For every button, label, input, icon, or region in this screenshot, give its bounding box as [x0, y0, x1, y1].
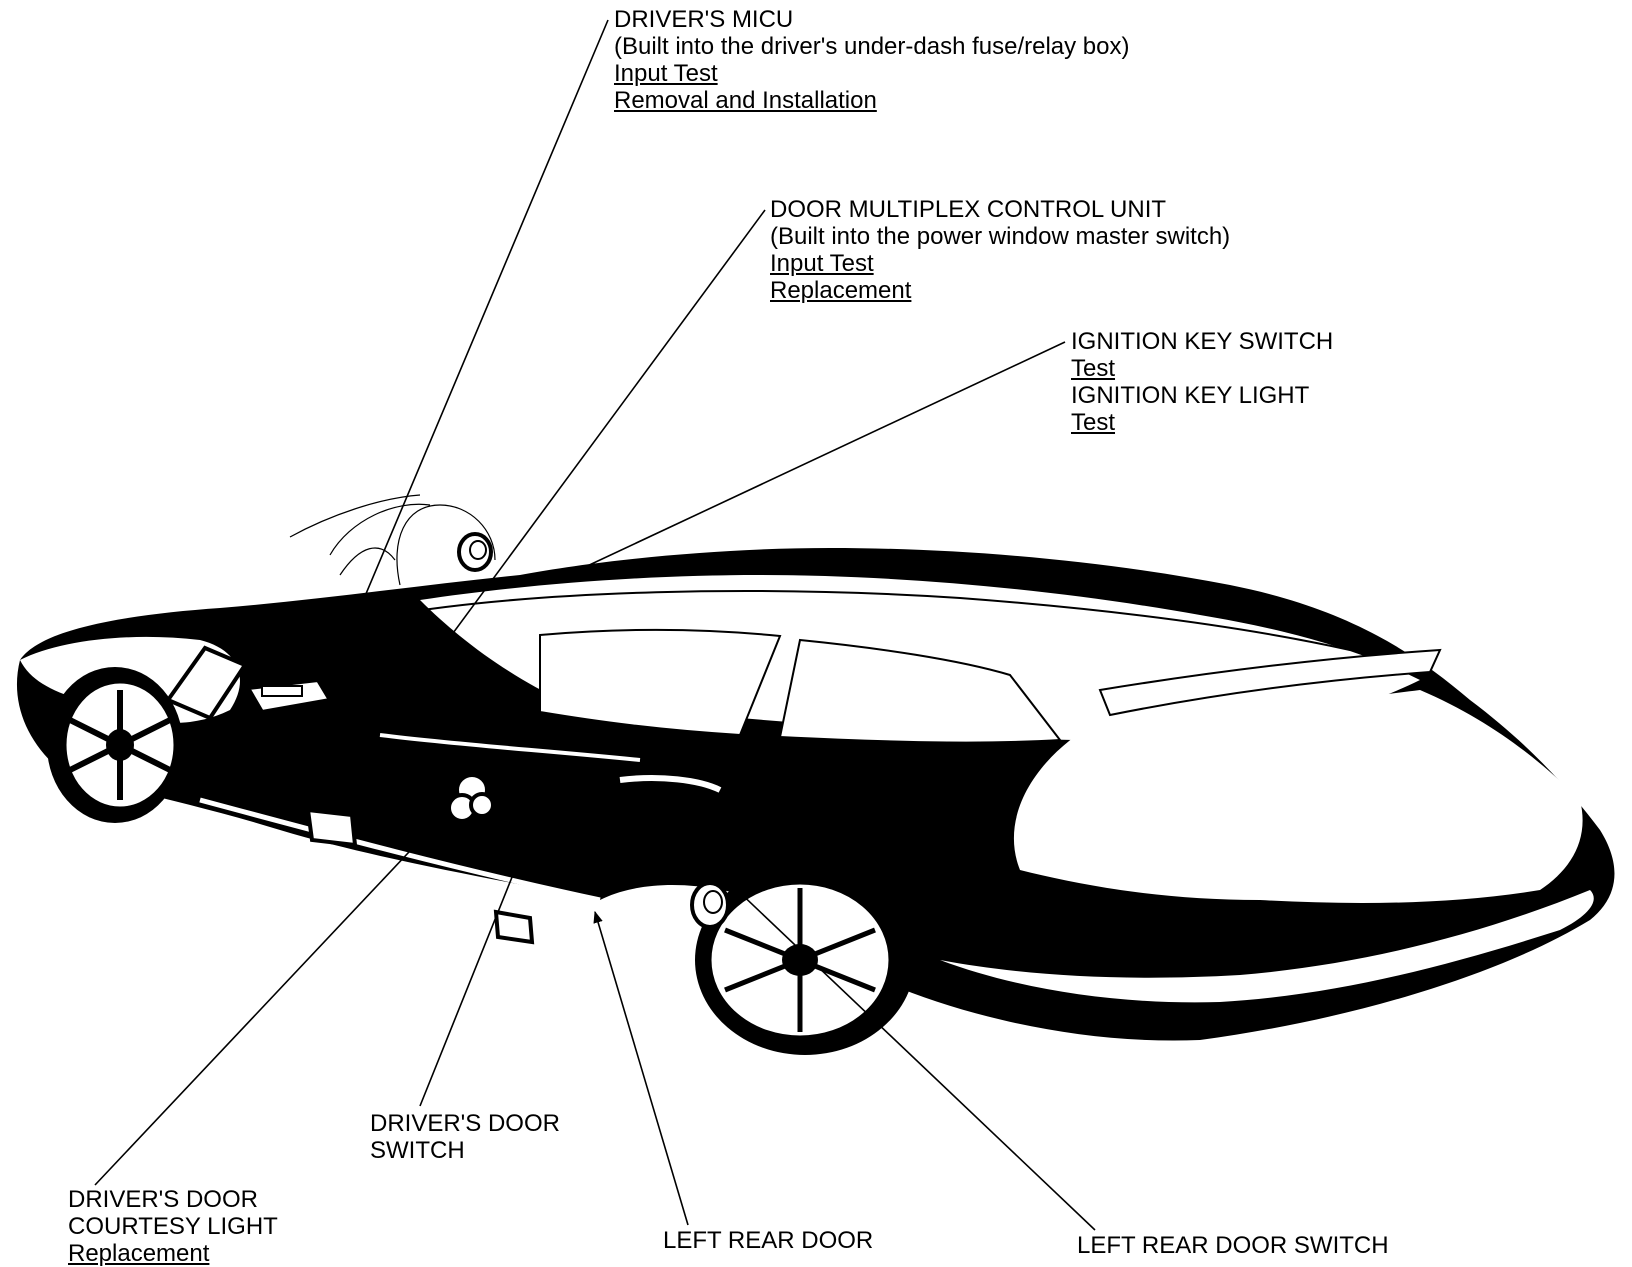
power-window-master-switch	[244, 677, 334, 715]
leader-ignition-key	[551, 341, 1066, 583]
removal-installation-link[interactable]: Removal and Installation	[614, 87, 877, 114]
callout-drivers-door-switch: DRIVER'S DOOR SWITCH	[370, 1110, 560, 1164]
driver-micu-box	[164, 645, 248, 721]
ignition-key-switch-test-link[interactable]: Test	[1071, 355, 1116, 382]
front-wheel	[47, 667, 183, 823]
input-test-link[interactable]: Input Test	[614, 60, 718, 87]
leader-lines	[94, 19, 1096, 1231]
callout-title: DOOR MULTIPLEX CONTROL UNIT	[770, 196, 1167, 223]
callout-ignition-key: IGNITION KEY SWITCH Test IGNITION KEY LI…	[1071, 328, 1333, 436]
callout-drivers-micu: DRIVER'S MICU (Built into the driver's u…	[614, 6, 1130, 114]
callout-title: LEFT REAR DOOR	[663, 1227, 874, 1254]
replacement-link[interactable]: Replacement	[68, 1240, 210, 1267]
driver-door-switch-part	[447, 773, 495, 823]
callout-title: LEFT REAR DOOR SWITCH	[1077, 1232, 1389, 1259]
callout-title-line1: DRIVER'S DOOR	[370, 1110, 560, 1137]
leader-left-rear-door	[593, 910, 689, 1226]
callout-courtesy-light: DRIVER'S DOOR COURTESY LIGHT Replacement	[68, 1186, 278, 1267]
courtesy-light	[305, 807, 358, 848]
callout-title: IGNITION KEY SWITCH	[1071, 328, 1334, 355]
callout-title-line2: COURTESY LIGHT	[68, 1213, 278, 1240]
callout-title: DRIVER'S MICU	[614, 6, 794, 33]
rear-wheel	[695, 865, 915, 1055]
leader-courtesy-light	[94, 834, 426, 1186]
callout-title-line1: DRIVER'S DOOR	[68, 1186, 258, 1213]
callout-note: (Built into the driver's under-dash fuse…	[614, 33, 1130, 60]
callout-door-multiplex: DOOR MULTIPLEX CONTROL UNIT (Built into …	[770, 196, 1230, 304]
rear-door-switch-part	[690, 881, 730, 929]
callout-note: (Built into the power window master swit…	[770, 223, 1231, 250]
input-test-link[interactable]: Input Test	[770, 250, 874, 277]
callout-title: IGNITION KEY LIGHT	[1071, 382, 1310, 409]
replacement-link[interactable]: Replacement	[770, 277, 912, 304]
leader-door-multiplex	[399, 209, 766, 706]
leader-drivers-door-switch	[419, 823, 534, 1107]
callout-title-line2: SWITCH	[370, 1137, 465, 1164]
leader-left-rear-door-switch	[733, 886, 1096, 1231]
ignition-key-cylinder	[457, 532, 493, 572]
callout-left-rear-door: LEFT REAR DOOR	[663, 1227, 873, 1254]
rear-door-part	[493, 909, 535, 945]
callout-left-rear-door-switch: LEFT REAR DOOR SWITCH	[1077, 1232, 1389, 1259]
ignition-key-light-test-link[interactable]: Test	[1071, 409, 1116, 436]
leader-micu	[332, 19, 609, 674]
